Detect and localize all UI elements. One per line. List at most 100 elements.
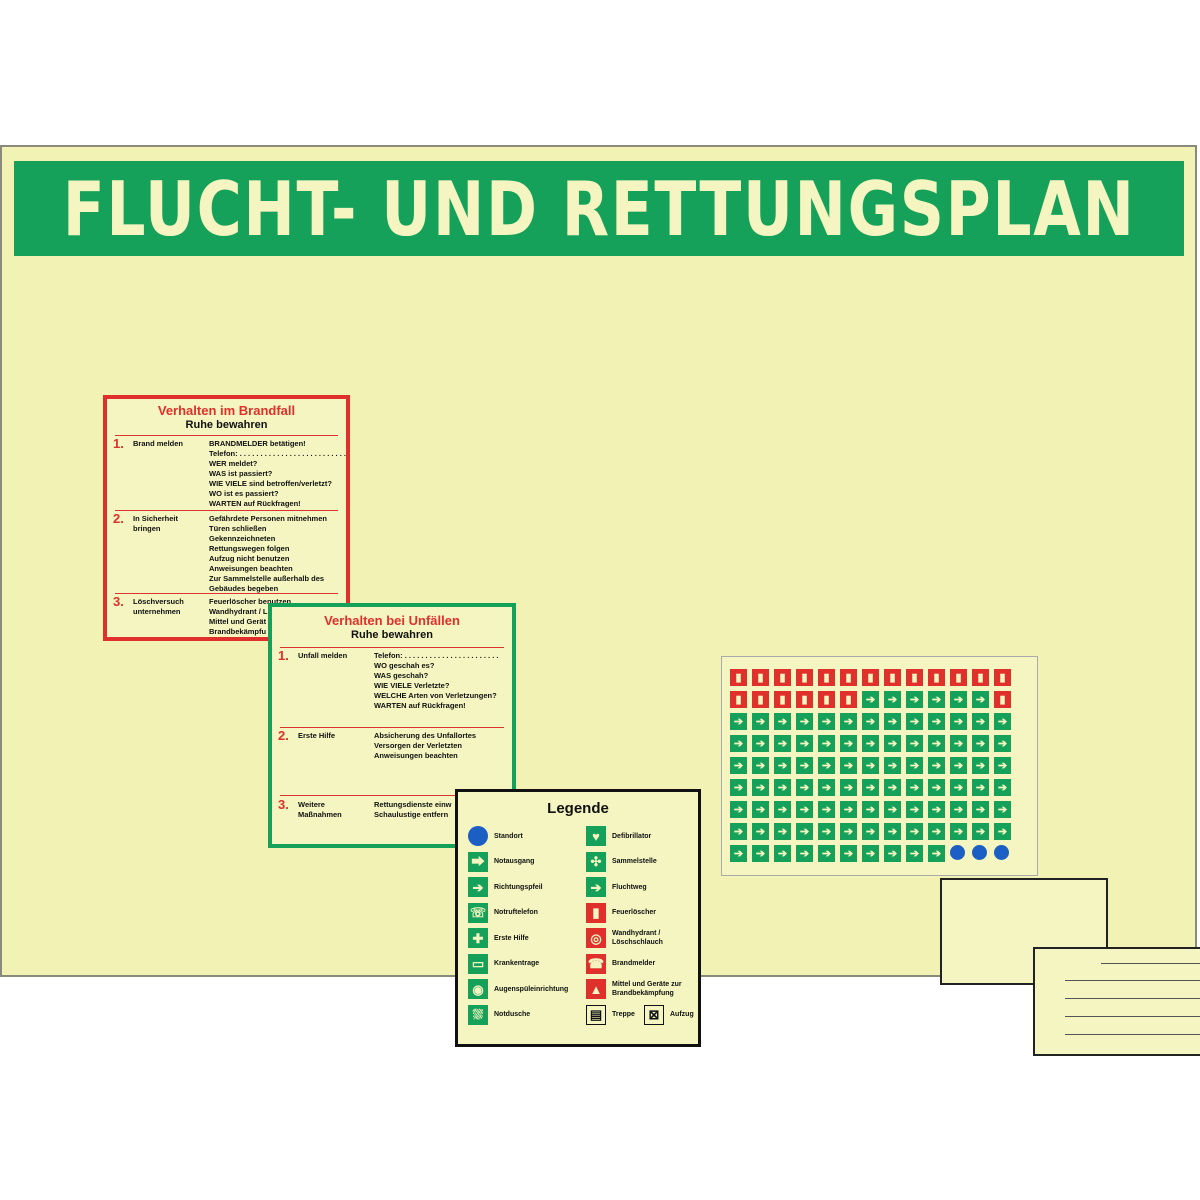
emergency-exit-icon: ⮕ bbox=[468, 851, 488, 872]
rescue-sign-icon: ➔ bbox=[862, 735, 879, 752]
direction-arrow-icon: ➔ bbox=[468, 877, 488, 897]
firefighting-equipment-icon: ▲ bbox=[586, 979, 606, 999]
rescue-sign-icon: ➔ bbox=[884, 823, 901, 840]
emergency-phone-icon: ☏ bbox=[468, 902, 488, 923]
elevator-icon: ⊠ bbox=[644, 1004, 664, 1025]
legend-item: ◉Augenspüleinrichtung bbox=[468, 979, 568, 999]
fire-safety-sign-icon: ▮ bbox=[796, 669, 813, 686]
rescue-sign-icon: ➔ bbox=[994, 713, 1011, 730]
text-line: BRANDMELDER betätigen! bbox=[209, 439, 306, 448]
step-text: Rettungsdienste einw Schaulustige entfer… bbox=[374, 800, 506, 820]
fire-safety-sign-icon: ▮ bbox=[928, 669, 945, 686]
rescue-sign-icon: ➔ bbox=[906, 691, 923, 708]
rescue-sign-icon: ➔ bbox=[796, 713, 813, 730]
legend-item: ⊠Aufzug bbox=[644, 1004, 694, 1025]
rescue-sign-icon: ➔ bbox=[774, 757, 791, 774]
rescue-sign-icon: ➔ bbox=[906, 735, 923, 752]
rescue-sign-icon: ➔ bbox=[730, 845, 747, 862]
rescue-sign-icon: ➔ bbox=[994, 779, 1011, 796]
legend-item: ✚Erste Hilfe bbox=[468, 928, 529, 948]
legend-item-label: Mittel und Geräte zur Brandbekämpfung bbox=[612, 981, 682, 997]
rescue-sign-icon: ➔ bbox=[972, 757, 989, 774]
rescue-sign-icon: ➔ bbox=[972, 779, 989, 796]
fire-safety-sign-icon: ▮ bbox=[730, 669, 747, 686]
rescue-sign-icon: ➔ bbox=[950, 735, 967, 752]
fire-safety-sign-icon: ▮ bbox=[972, 669, 989, 686]
rescue-sign-icon: ➔ bbox=[972, 801, 989, 818]
rescue-sign-icon: ➔ bbox=[730, 735, 747, 752]
rescue-sign-icon: ➔ bbox=[928, 713, 945, 730]
rescue-sign-icon: ➔ bbox=[840, 713, 857, 730]
rescue-sign-icon: ➔ bbox=[752, 845, 769, 862]
rescue-sign-icon: ➔ bbox=[796, 757, 813, 774]
eye-wash-icon: ◉ bbox=[468, 979, 488, 999]
rescue-sign-icon: ➔ bbox=[752, 757, 769, 774]
rescue-sign-icon: ➔ bbox=[884, 779, 901, 796]
divider bbox=[115, 593, 338, 594]
step-number: 1. bbox=[113, 436, 124, 451]
rescue-sign-icon: ➔ bbox=[862, 779, 879, 796]
rescue-sign-icon: ➔ bbox=[752, 823, 769, 840]
divider bbox=[280, 647, 504, 648]
legend-item-label: Treppe bbox=[612, 1011, 635, 1018]
legend-item: ✣Sammelstelle bbox=[586, 851, 657, 872]
fire-card-title: Verhalten im Brandfall bbox=[157, 403, 296, 418]
defibrillator-icon: ♥ bbox=[586, 826, 606, 846]
rescue-sign-icon: ➔ bbox=[840, 757, 857, 774]
rescue-sign-icon: ➔ bbox=[928, 691, 945, 708]
text-line: Rettungsdienste einw bbox=[374, 800, 452, 809]
rescue-sign-icon: ➔ bbox=[840, 801, 857, 818]
text-line: Gebäudes begeben bbox=[209, 584, 279, 593]
rescue-sign-icon: ➔ bbox=[994, 757, 1011, 774]
fire-safety-sign-icon: ▮ bbox=[862, 669, 879, 686]
rescue-sign-icon: ➔ bbox=[928, 779, 945, 796]
fire-safety-sign-icon: ▮ bbox=[774, 669, 791, 686]
rescue-sign-icon: ➔ bbox=[774, 823, 791, 840]
step-label: Weitere Maßnahmen bbox=[298, 800, 342, 819]
rescue-sign-icon: ➔ bbox=[862, 823, 879, 840]
fire-hose-icon: ◎ bbox=[586, 928, 606, 948]
legend-item-label: Defibrillator bbox=[612, 832, 652, 840]
rescue-sign-icon: ➔ bbox=[928, 845, 945, 862]
legend-item-label: Fluchtweg bbox=[612, 883, 647, 891]
text-line: Feuerlöscher benutzen bbox=[209, 597, 292, 606]
rescue-sign-icon: ➔ bbox=[906, 845, 923, 862]
legend-item: ➔Fluchtweg bbox=[586, 877, 647, 897]
note-line bbox=[1101, 963, 1200, 964]
rescue-sign-icon: ➔ bbox=[730, 779, 747, 796]
location-icon bbox=[468, 826, 488, 846]
rescue-sign-icon: ➔ bbox=[730, 713, 747, 730]
rescue-sign-icon: ➔ bbox=[862, 801, 879, 818]
stairs-icon: ▤ bbox=[586, 1004, 606, 1025]
fire-safety-sign-icon: ▮ bbox=[884, 669, 901, 686]
legend-item-label: Standort bbox=[494, 832, 523, 840]
rescue-sign-icon: ➔ bbox=[862, 757, 879, 774]
text-line: WARTEN auf Rückfragen! bbox=[374, 701, 466, 710]
step-text: BRANDMELDER betätigen! Telefon: . . . . … bbox=[209, 439, 346, 509]
rescue-sign-icon: ➔ bbox=[950, 757, 967, 774]
legend-item: ➔Richtungspfeil bbox=[468, 877, 543, 897]
rescue-sign-icon: ➔ bbox=[818, 735, 835, 752]
legend-item-label: Notruftelefon bbox=[494, 909, 538, 916]
text-line: Zur Sammelstelle außerhalb des bbox=[209, 574, 325, 583]
legend-item: Standort bbox=[468, 826, 523, 846]
step-label: Erste Hilfe bbox=[298, 731, 336, 740]
text-line: Wandhydrant / L bbox=[209, 607, 268, 616]
title-banner: FLUCHT- UND RETTUNGSPLAN bbox=[14, 161, 1184, 256]
legend-item-label: Wandhydrant / Löschschlauch bbox=[612, 930, 663, 946]
text-line: WAS geschah? bbox=[374, 671, 429, 680]
legend-panel: Legende Standort⮕Notausgang➔Richtungspfe… bbox=[455, 789, 701, 1047]
symbol-sheet: ▮▮▮▮▮▮▮▮▮▮▮▮▮▮▮▮▮▮▮➔➔➔➔➔➔▮➔➔➔➔➔➔➔➔➔➔➔➔➔➔… bbox=[721, 656, 1038, 876]
text-line: Versorgen der Verletzten bbox=[374, 741, 462, 750]
step-text: Gefährdete Personen mitnehmen Türen schl… bbox=[209, 514, 340, 594]
rescue-sign-icon: ➔ bbox=[994, 801, 1011, 818]
rescue-sign-icon: ➔ bbox=[972, 713, 989, 730]
fire-safety-sign-icon: ▮ bbox=[730, 691, 747, 708]
fire-safety-sign-icon: ▮ bbox=[840, 691, 857, 708]
text-line: WER meldet? bbox=[209, 459, 258, 468]
step-number: 1. bbox=[278, 648, 289, 663]
rescue-sign-icon: ➔ bbox=[972, 735, 989, 752]
step-number: 2. bbox=[278, 728, 289, 743]
fire-extinguisher-icon: ▮ bbox=[586, 902, 606, 923]
rescue-sign-icon: ➔ bbox=[840, 735, 857, 752]
